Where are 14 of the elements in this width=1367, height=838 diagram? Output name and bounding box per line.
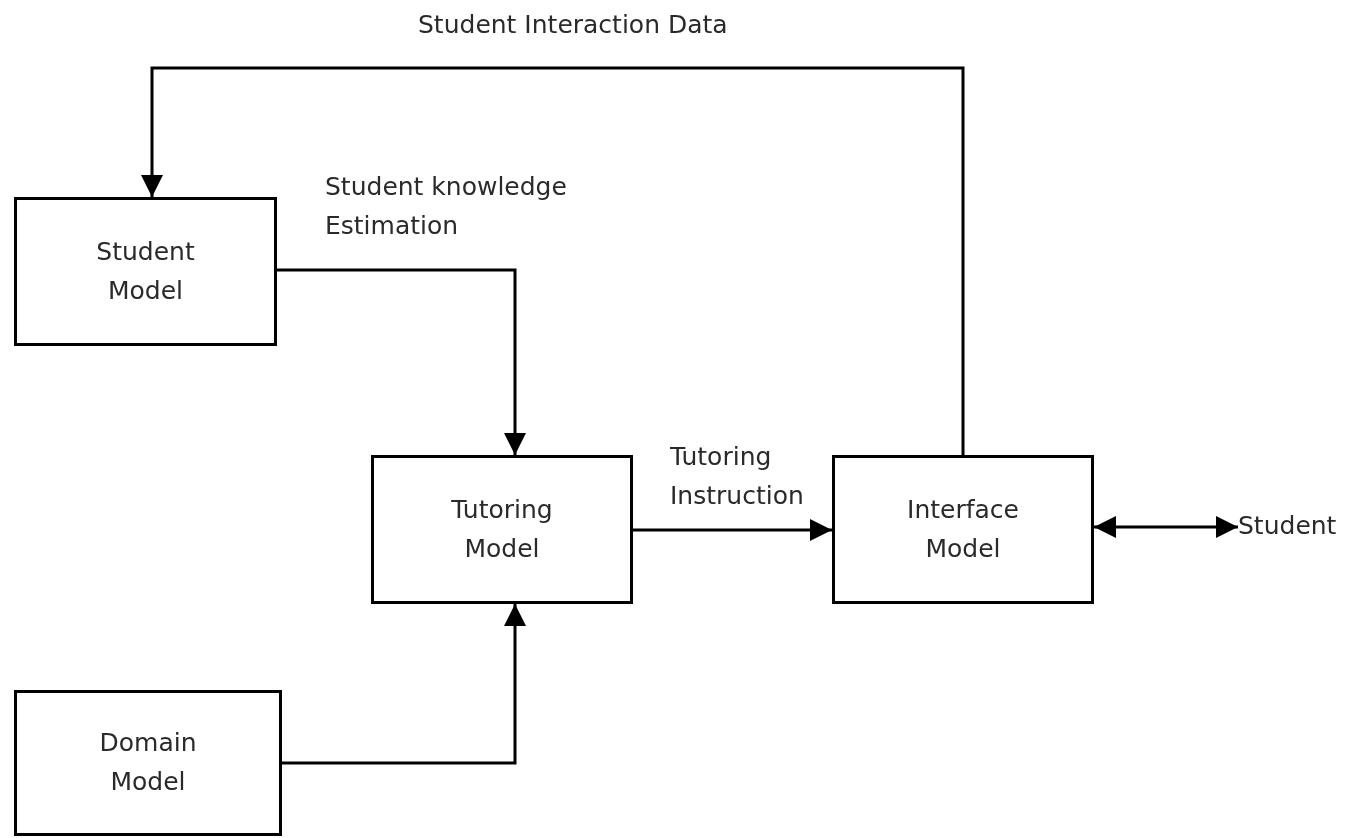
box-label: Interface Model bbox=[906, 493, 1020, 565]
arrow bbox=[277, 268, 526, 455]
box-label: Student Model bbox=[95, 235, 196, 307]
box-label: Domain Model bbox=[98, 727, 198, 798]
arrow bbox=[282, 604, 526, 765]
arrow bbox=[633, 519, 832, 541]
student-label: Student bbox=[1238, 505, 1358, 547]
model-box bbox=[14, 690, 282, 836]
model-box bbox=[14, 197, 277, 346]
box-label: Tutoring Model bbox=[450, 493, 554, 565]
arrow bbox=[141, 66, 965, 455]
model-box bbox=[371, 455, 633, 604]
model-box bbox=[832, 455, 1094, 604]
arrow bbox=[1094, 516, 1238, 538]
